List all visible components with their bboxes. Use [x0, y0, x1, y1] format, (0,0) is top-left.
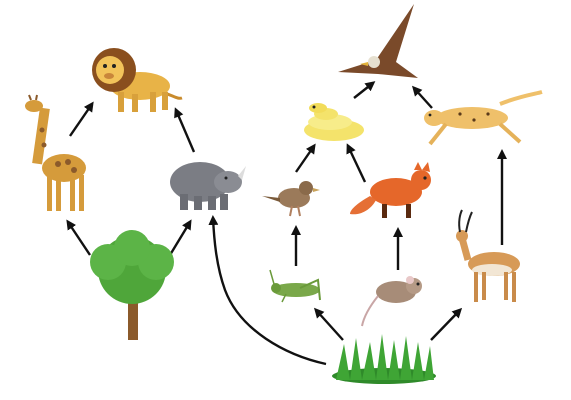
- sparrow-icon: [262, 181, 320, 217]
- eagle-icon: [338, 4, 418, 78]
- lion-icon: [92, 48, 183, 112]
- arrow-grass-to-antelope: [430, 307, 463, 341]
- grasshopper-icon: [269, 269, 321, 303]
- rhino-icon: [170, 162, 246, 210]
- antelope-icon: [456, 209, 520, 302]
- arrow-giraffe-to-lion: [69, 101, 94, 137]
- grass-icon: [332, 334, 436, 384]
- tree-icon: [90, 230, 174, 340]
- food-web-arrows: [66, 81, 507, 366]
- cheetah-icon: [424, 90, 543, 146]
- arrow-grass-to-grasshopper: [313, 307, 344, 341]
- mouse-icon: [361, 276, 422, 327]
- arrow-tree-to-rhino: [168, 219, 192, 256]
- fox-icon: [350, 162, 431, 218]
- arrow-cheetah-to-eagle: [411, 85, 433, 109]
- arrow-grass-to-rhino: [208, 215, 327, 366]
- snake-icon: [304, 103, 364, 141]
- arrow-snake-to-eagle: [353, 81, 376, 99]
- arrow-rhino-to-lion: [174, 107, 196, 153]
- arrow-fox-to-snake: [346, 143, 367, 183]
- arrow-sparrow-to-snake: [295, 143, 316, 173]
- giraffe-icon: [25, 94, 86, 211]
- arrow-tree-to-giraffe: [66, 219, 91, 256]
